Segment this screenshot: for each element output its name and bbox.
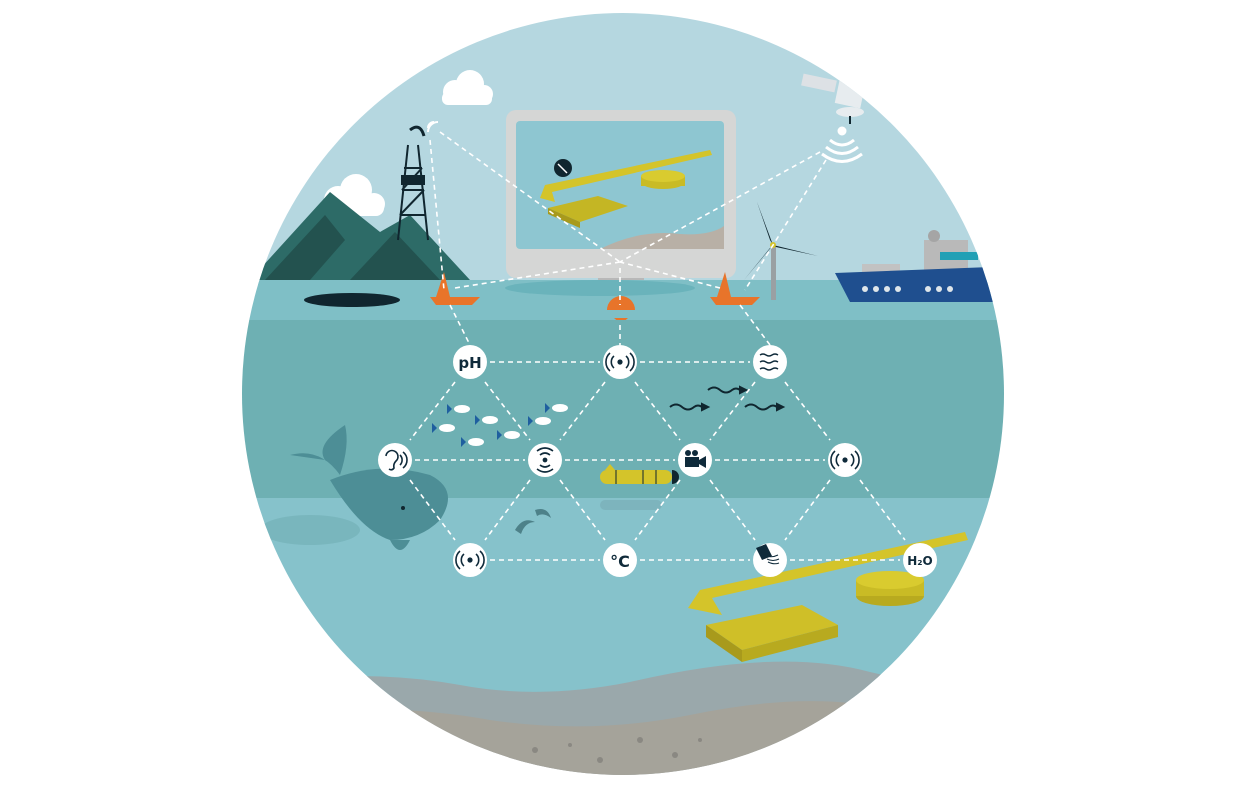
underwater-glider bbox=[600, 464, 679, 510]
acoustic-signal-icon bbox=[455, 550, 485, 570]
wind-turbine bbox=[744, 202, 818, 300]
water-sample-icon: H₂O bbox=[907, 554, 933, 568]
sensor-node-h2o[interactable]: H₂O bbox=[903, 543, 937, 577]
satellite-signal-icon bbox=[821, 126, 863, 163]
fiber-optic-cable-icon bbox=[756, 544, 780, 565]
cloud-icon bbox=[442, 70, 493, 105]
seabed-instrument bbox=[688, 532, 968, 662]
sensor-node-sonar[interactable] bbox=[528, 443, 562, 477]
sensor-node-fiber-optic[interactable] bbox=[753, 543, 787, 577]
sonar-icon bbox=[536, 447, 554, 473]
communication-tower bbox=[397, 125, 429, 241]
sensor-node-current[interactable] bbox=[753, 345, 787, 379]
research-vessel bbox=[835, 230, 1004, 302]
circular-scene: pH bbox=[242, 13, 1004, 775]
ear-listening-icon bbox=[385, 449, 408, 471]
temperature-celsius-icon: °C bbox=[610, 552, 630, 571]
mountains bbox=[250, 192, 470, 280]
surface-buoy-right bbox=[710, 272, 760, 305]
ph-icon: pH bbox=[458, 354, 481, 372]
sensor-node-acoustic-right[interactable] bbox=[828, 443, 862, 477]
network-links bbox=[409, 131, 906, 561]
wifi-signal-icon bbox=[427, 121, 439, 133]
acoustic-signal-icon bbox=[830, 450, 860, 470]
sensor-node-acoustic-bottom[interactable] bbox=[453, 543, 487, 577]
sensor-node-hearing[interactable] bbox=[378, 443, 412, 477]
acoustic-signal-icon bbox=[605, 352, 635, 372]
sensor-node-temperature[interactable]: °C bbox=[603, 543, 637, 577]
sensor-node-acoustic-top[interactable] bbox=[603, 345, 637, 379]
shrimp bbox=[515, 509, 551, 534]
current-flow-icon bbox=[759, 353, 779, 371]
sensor-node-ph[interactable]: pH bbox=[453, 345, 487, 379]
fish-school bbox=[432, 403, 568, 447]
video-camera-icon bbox=[685, 450, 706, 468]
whale bbox=[260, 425, 448, 550]
current-arrows bbox=[669, 385, 786, 412]
sensor-node-camera[interactable] bbox=[678, 443, 712, 477]
monitor-display bbox=[506, 110, 736, 292]
